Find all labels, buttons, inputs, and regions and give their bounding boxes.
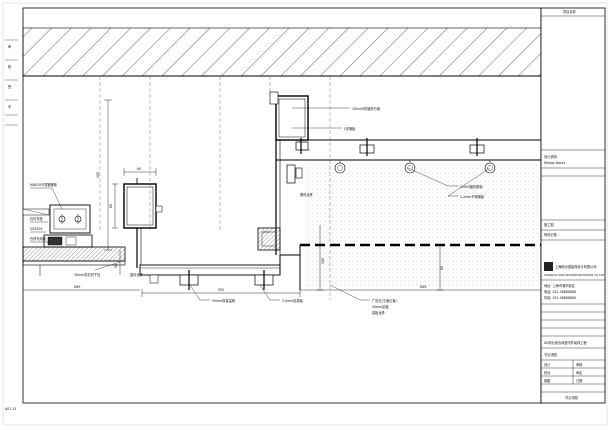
sheet-label: 节点详图 <box>565 395 578 400</box>
left-fixing-plate <box>43 204 93 248</box>
bottom-panel <box>139 245 301 290</box>
margin-label: 核 <box>8 64 12 69</box>
dim-80: 80 <box>440 266 444 270</box>
pendant-fixtures <box>334 160 496 174</box>
concrete-slab <box>22 27 542 77</box>
company-name-cn: 上海斯迈迪装饰设计有限公司 <box>555 264 596 269</box>
left-margin: 审 核 签 字 A01-15 <box>5 39 18 411</box>
company-logo <box>544 262 553 271</box>
dim-100: 100 <box>321 258 325 264</box>
tb-header: 项目名称 <box>563 9 577 14</box>
title-block: 项目名称 设计说明 Design Notes 施工图 修改记录 上海斯迈迪装饰设… <box>540 7 606 404</box>
annotation: 铝板龙骨 <box>372 310 385 315</box>
annotation: 50mm厚保温棉 <box>212 298 235 303</box>
annotation: 石材背栓 <box>30 216 44 221</box>
page-number: A01-15 <box>5 407 16 411</box>
margin-label: 签 <box>8 84 12 89</box>
address-line: 电话: 021-58888888 <box>544 289 576 294</box>
company-name-en: SHANGHAI SMD DECORATION DESIGN CO.,LTD <box>544 273 604 277</box>
annotation: 2.0mm铝单板 <box>282 298 304 303</box>
annotation: 广告位(平面位置) <box>372 298 397 303</box>
annotation: SUS304 <box>30 227 42 231</box>
annotation: L形钢板 <box>344 126 356 131</box>
tb-cell: 设计 <box>544 362 551 367</box>
tb-row: 修改记录 <box>544 232 558 237</box>
annotation: 横向龙骨 <box>300 192 313 197</box>
tb-row: 施工图 <box>544 222 554 227</box>
tb-cell: 制图 <box>544 378 550 383</box>
address-line: 传真: 021-58888889 <box>544 295 576 300</box>
tb-row: Design Notes <box>544 161 566 165</box>
dim-right-label: DIM. <box>420 285 427 289</box>
frame-stiffeners <box>257 164 303 251</box>
leader-lines <box>30 107 491 301</box>
annotation: 100x50热镀锌方钢 <box>352 106 380 111</box>
dim-350: 350 <box>218 288 224 292</box>
dim-60-left: 60 <box>109 204 113 208</box>
tb-cell: 日期 <box>576 378 582 383</box>
annotation: 竖向龙骨 <box>130 272 143 277</box>
dim-left-label: DIM. <box>74 285 81 289</box>
dim-50: 50 <box>114 264 118 268</box>
annotation: L50x5镀锌角钢 <box>460 184 483 189</box>
dim-400: 400 <box>96 172 100 178</box>
margin-label: 字 <box>8 104 11 109</box>
annotation: 30mm厚石材干挂 <box>74 272 101 277</box>
tb-cell: 校对 <box>544 370 551 375</box>
left-stone-strip <box>22 208 126 276</box>
left-steel-frame <box>123 178 163 268</box>
dim-60-top: 60 <box>137 167 141 171</box>
project-name: XX商业综合体室内外装饰工程 <box>544 340 587 345</box>
drawing-title: 节点详图 <box>544 352 557 357</box>
annotation: 30mm铝板 <box>372 304 389 309</box>
dotted-wall-zone <box>305 162 541 286</box>
address-line: 地址: 上海市浦东新区 <box>544 283 576 288</box>
annotation: M8X35不锈钢螺栓 <box>30 182 58 187</box>
tb-cell: 审核 <box>576 362 583 367</box>
tb-cell: 审定 <box>576 370 583 375</box>
annotation: 石材专用胶 <box>30 236 47 241</box>
margin-label: 审 <box>8 44 11 49</box>
tb-row: 设计说明 <box>544 154 557 159</box>
annotation: 1.2mm不锈钢板 <box>460 194 485 199</box>
